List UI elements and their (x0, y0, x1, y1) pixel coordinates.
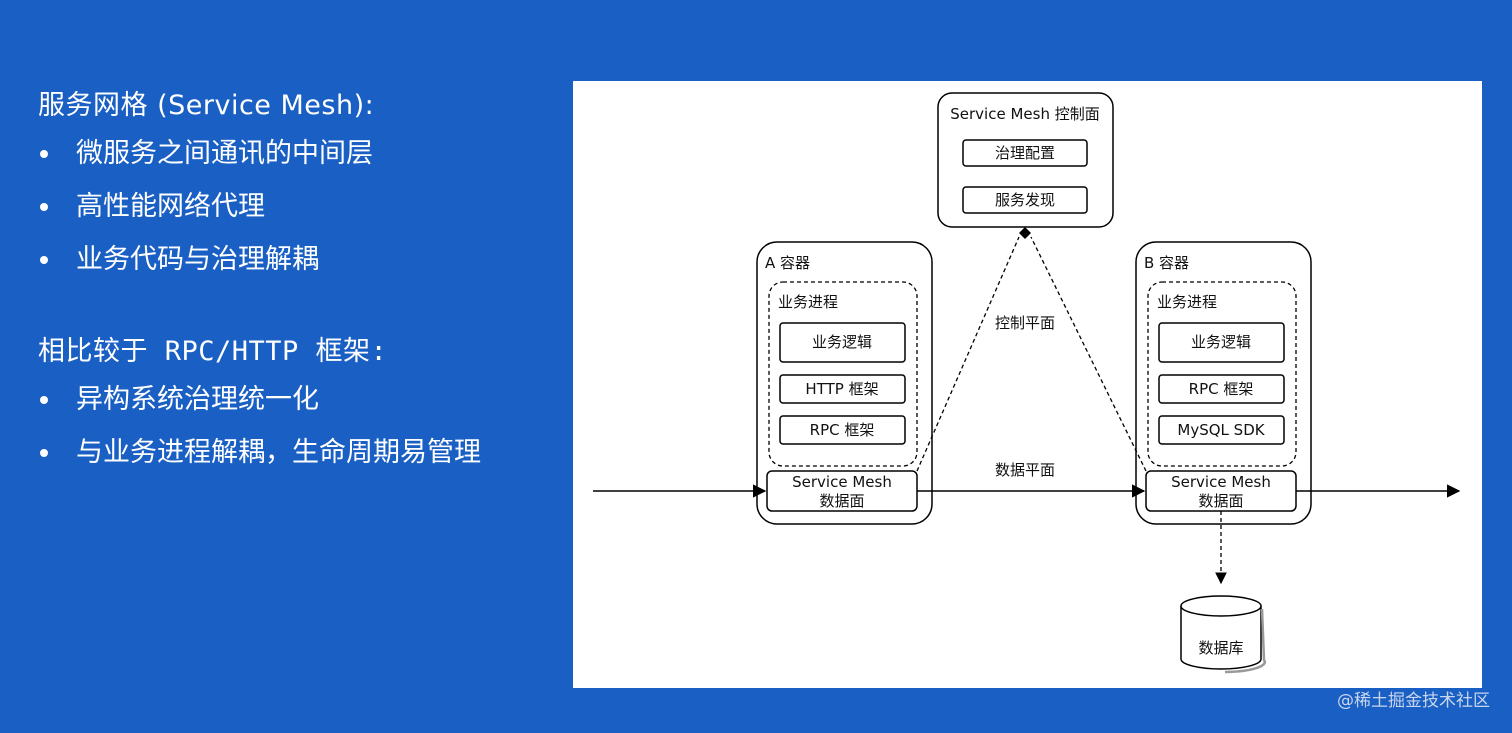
container-a: A 容器 业务进程 业务逻辑 HTTP 框架 RPC 框架 Service Me… (756, 241, 933, 525)
container-a-logic: 业务逻辑 (812, 333, 872, 351)
database-cylinder: 数据库 (1180, 595, 1267, 674)
control-plane-box: Service Mesh 控制面 治理配置 服务发现 (937, 92, 1114, 228)
service-discovery-label: 服务发现 (995, 191, 1055, 209)
container-b: B 容器 业务进程 业务逻辑 RPC 框架 MySQL SDK Service … (1135, 241, 1312, 525)
container-a-title: A 容器 (765, 254, 810, 272)
container-b-mesh-line2: 数据面 (1198, 492, 1243, 510)
data-plane-label: 数据平面 (995, 461, 1055, 479)
container-a-mesh-line1: Service Mesh (792, 473, 892, 491)
bullet-item: 业务代码与治理解耦 (38, 240, 558, 280)
container-b-mesh-line1: Service Mesh (1171, 473, 1271, 491)
container-b-process-label: 业务进程 (1157, 293, 1217, 311)
container-a-rpc-framework: RPC 框架 (810, 421, 875, 439)
bullet-list-2: 异构系统治理统一化 与业务进程解耦，生命周期易管理 (38, 380, 558, 473)
left-text-column: 服务网格 (Service Mesh): 微服务之间通讯的中间层 高性能网络代理… (38, 86, 558, 486)
database-label: 数据库 (1198, 639, 1243, 657)
container-b-logic: 业务逻辑 (1191, 333, 1251, 351)
heading-service-mesh: 服务网格 (Service Mesh): (38, 90, 375, 121)
bullet-item: 与业务进程解耦，生命周期易管理 (38, 433, 558, 473)
control-link-diamond (1019, 227, 1031, 239)
heading-compare-rpc-http: 相比较于 RPC/HTTP 框架: (38, 336, 388, 367)
container-a-http-framework: HTTP 框架 (805, 380, 878, 398)
control-plane-label: 控制平面 (995, 314, 1055, 332)
container-a-process-label: 业务进程 (778, 293, 838, 311)
bullet-item: 异构系统治理统一化 (38, 380, 558, 420)
container-a-mesh-line2: 数据面 (819, 492, 864, 510)
control-link-a (916, 236, 1020, 472)
control-plane-title: Service Mesh 控制面 (950, 105, 1099, 123)
container-b-mysql-sdk: MySQL SDK (1177, 421, 1265, 439)
governance-config-label: 治理配置 (995, 144, 1055, 162)
container-b-title: B 容器 (1144, 254, 1189, 272)
bullet-list-1: 微服务之间通讯的中间层 高性能网络代理 业务代码与治理解耦 (38, 134, 558, 280)
bullet-item: 高性能网络代理 (38, 187, 558, 227)
diagram-panel: Service Mesh 控制面 治理配置 服务发现 A 容器 业务进程 业务逻… (573, 81, 1482, 688)
bullet-item: 微服务之间通讯的中间层 (38, 134, 558, 174)
watermark: @稀土掘金技术社区 (1337, 691, 1490, 711)
architecture-diagram: Service Mesh 控制面 治理配置 服务发现 A 容器 业务进程 业务逻… (593, 92, 1461, 674)
control-link-b (1030, 236, 1147, 472)
container-b-rpc-framework: RPC 框架 (1189, 380, 1254, 398)
